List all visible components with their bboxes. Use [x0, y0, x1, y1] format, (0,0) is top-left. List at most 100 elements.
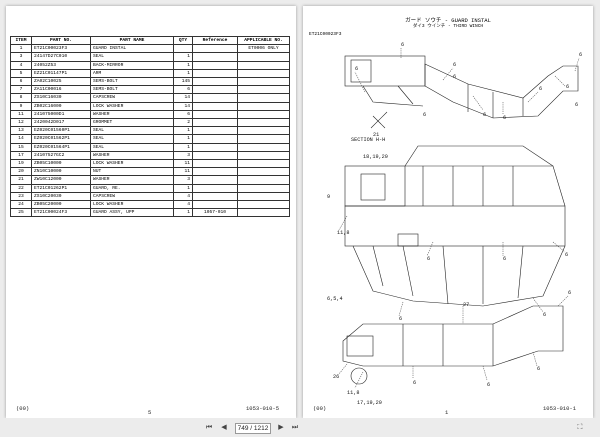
cell-part-no: 24107527GC2 [31, 150, 91, 161]
cell-part-name: LOCK WASHER [90, 159, 174, 169]
cell-item: 8 [10, 93, 32, 103]
callout-label: 6 [503, 115, 506, 121]
bracket-part [370, 111, 388, 129]
callout-label: 6 [575, 102, 578, 108]
cell-item: 4 [10, 60, 32, 70]
footer-doc-number: 1053-010-1 [543, 405, 577, 412]
column-header-reference: Reference [192, 35, 238, 46]
cell-item: 9 [10, 101, 32, 111]
footer-code-left: (00) [313, 405, 327, 412]
viewer-toolbar: ⏮ ◀ 749 / 1212 ▶ ⏭ ⛶ [0, 418, 600, 437]
page-number-input[interactable]: 749 / 1212 [235, 423, 271, 434]
footer-code-left: (00) [16, 405, 30, 412]
cell-reference [192, 175, 238, 185]
cell-reference [192, 200, 238, 210]
cell-part-name: GUARD ASSY, UPP [90, 208, 174, 218]
column-header-qty: QTY [173, 35, 193, 46]
side-view-cab [346, 335, 374, 357]
section-lower-guard [352, 245, 566, 307]
column-header-applicable-no: APPLICABLE NO. [237, 35, 290, 46]
cell-part-no: 2420042D017 [31, 118, 91, 128]
cell-reference [192, 109, 238, 120]
cell-item: 21 [10, 175, 32, 185]
upper-guard-door [350, 59, 372, 83]
cell-item: 13 [10, 126, 32, 136]
upper-boom-guard [424, 63, 579, 119]
callout-label: 6 [568, 290, 571, 296]
cell-item: 3 [10, 52, 32, 62]
cell-qty: 4 [173, 191, 193, 202]
callout-label: 6 [539, 86, 542, 92]
section-label: SECTION H-H [351, 137, 385, 143]
side-view-wheel [350, 367, 368, 385]
cell-reference [192, 167, 238, 177]
cell-part-name: SEMS-BOLT [90, 77, 174, 87]
section-roof [404, 145, 554, 167]
cell-applicable-no [237, 68, 290, 79]
callout-label: 9 [327, 194, 330, 200]
cell-part-name: WASHER [90, 109, 174, 120]
callout-label: 11,8 [337, 230, 349, 236]
cell-applicable-no [237, 101, 290, 111]
cell-qty: 11 [173, 167, 193, 177]
cell-part-no: ZS10C20030 [31, 191, 91, 202]
side-view-guard [342, 305, 564, 367]
parts-list-table: ITEM PART NO. PART NAME QTY Reference AP… [10, 35, 290, 218]
section-ribs [405, 165, 566, 207]
cell-item: 6 [10, 77, 32, 87]
cell-reference [192, 159, 238, 169]
callout-label: 6 [487, 382, 490, 388]
cell-qty: 1 [173, 60, 193, 70]
callout-label: 6 [355, 66, 358, 72]
cell-part-no: ZB05C20000 [31, 200, 91, 210]
cell-part-name: GROMMET [90, 118, 174, 128]
cell-item: 7 [10, 85, 32, 95]
last-page-icon[interactable]: ⏭ [291, 424, 299, 431]
side-view-ribs [402, 324, 494, 366]
cell-part-no: ET21C00024F3 [31, 208, 91, 218]
callout-label: 6 [537, 366, 540, 372]
callout-label: 6 [427, 256, 430, 262]
cell-reference [192, 68, 238, 79]
callout-label: 6 [413, 380, 416, 386]
cell-part-name: SEAL [90, 52, 174, 62]
cell-part-name: CAPSCREW [90, 191, 174, 202]
cell-applicable-no [237, 118, 290, 128]
first-page-icon[interactable]: ⏮ [205, 424, 213, 431]
prev-page-icon[interactable]: ◀ [221, 424, 227, 431]
cell-applicable-no [237, 159, 290, 169]
fullscreen-icon[interactable]: ⛶ [577, 424, 583, 431]
callout-label: 6 [503, 256, 506, 262]
next-page-icon[interactable]: ▶ [278, 424, 284, 431]
cell-applicable-no [237, 60, 290, 70]
callout-label: 6 [401, 42, 404, 48]
cell-applicable-no [237, 191, 290, 202]
cell-part-name: WASHER [90, 150, 174, 161]
column-header-item: ITEM [10, 35, 32, 46]
cell-part-name: SEMS-BOLT [90, 85, 174, 95]
cell-item: 25 [10, 208, 32, 218]
callout-label: 6 [453, 62, 456, 68]
cell-reference [192, 101, 238, 111]
cell-item: 12 [10, 118, 32, 128]
cell-reference [192, 93, 238, 103]
cell-applicable-no: ET0006 ONLY [237, 44, 290, 54]
section-cab-window [360, 173, 386, 201]
upper-guard-ribs [467, 84, 524, 118]
cell-qty: 4 [173, 200, 193, 210]
cell-item: 17 [10, 150, 32, 161]
cell-part-no: ZN10C10000 [31, 167, 91, 177]
section-panel [397, 233, 419, 247]
callout-label: 26 [333, 374, 339, 380]
